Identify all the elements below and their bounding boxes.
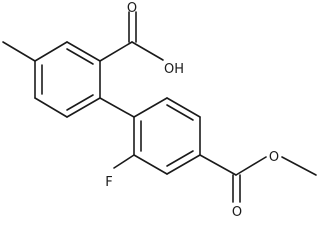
ester-carbonyl-oxygen-label: O xyxy=(232,205,242,220)
bond xyxy=(133,97,168,118)
bond xyxy=(166,97,201,118)
bond xyxy=(235,156,267,176)
biaryl-bond xyxy=(99,97,135,118)
bond xyxy=(99,41,133,62)
bond xyxy=(133,154,168,175)
ester-oxygen-label: O xyxy=(269,150,279,165)
double-bond-inner xyxy=(66,48,94,65)
bond xyxy=(34,41,68,62)
bond xyxy=(131,41,164,61)
hydroxyl-label: OH xyxy=(164,62,184,77)
double-bond-inner xyxy=(166,150,194,167)
double-bond-inner xyxy=(166,104,194,121)
lower-benzene-ring xyxy=(133,97,201,175)
bond xyxy=(199,154,237,176)
carbonyl-oxygen-label: O xyxy=(127,1,137,16)
fluorine-label: F xyxy=(105,175,112,190)
bond xyxy=(281,156,317,176)
bond xyxy=(166,154,201,175)
bond xyxy=(66,41,101,62)
methyl-ester-group: O O xyxy=(199,150,317,220)
fluorine-bond xyxy=(113,154,135,169)
bond xyxy=(66,97,101,118)
upper-benzene-ring xyxy=(34,41,101,118)
carboxylic-acid-group: O OH xyxy=(99,1,184,77)
bond xyxy=(34,97,68,118)
methyl-bond xyxy=(2,41,36,62)
double-bond-inner xyxy=(66,94,94,111)
